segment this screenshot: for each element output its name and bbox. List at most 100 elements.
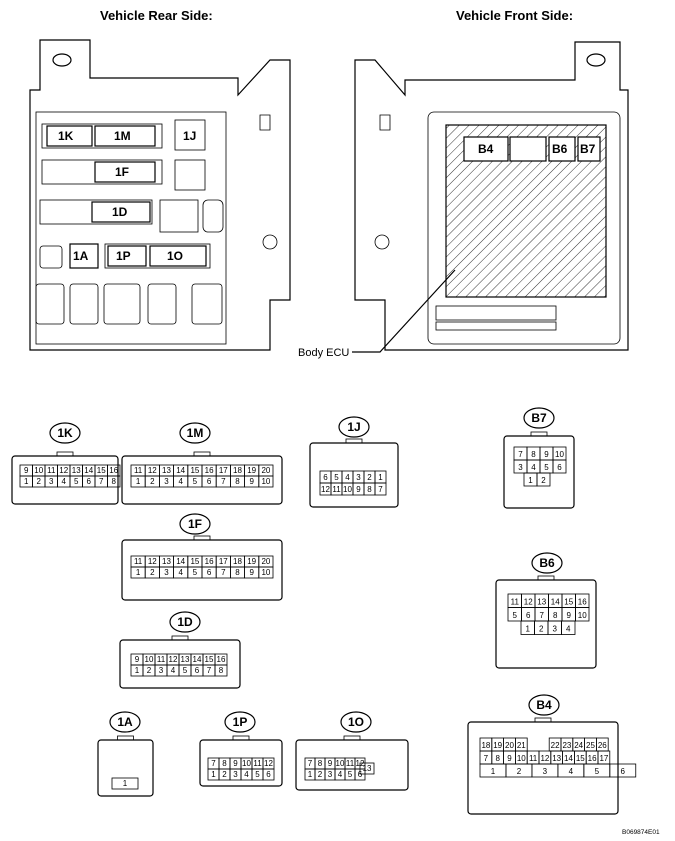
pin-number: 15 [205, 655, 214, 664]
pin-number: 2 [222, 770, 227, 779]
pin-number: 8 [553, 611, 558, 620]
pin-number: 6 [323, 473, 328, 482]
connector-label: B4 [536, 698, 552, 712]
pin-number: 3 [233, 770, 238, 779]
pin-number: 3 [159, 666, 164, 675]
label-1m: 1M [114, 129, 131, 143]
pin-number: 8 [318, 759, 323, 768]
connector-latch [171, 635, 189, 641]
pin-number: 11 [511, 598, 520, 607]
label-b7: B7 [580, 142, 596, 156]
connector-label: 1F [188, 517, 202, 531]
pin-number: 12 [59, 466, 68, 475]
connector-label: 1A [117, 715, 133, 729]
pin-number: 10 [261, 477, 270, 486]
pin-cell [214, 664, 228, 677]
pin-number: 23 [562, 741, 571, 750]
pin-number: 11 [157, 655, 166, 664]
pin-number: 14 [564, 754, 573, 763]
connector-latch [193, 535, 211, 541]
pin-number: 10 [517, 754, 526, 763]
pin-number: 12 [148, 557, 157, 566]
pin-number: 26 [598, 741, 607, 750]
pin-number: 13 [537, 598, 546, 607]
pin-number: 10 [343, 485, 352, 494]
connector-housing [495, 579, 597, 669]
pin-number: 20 [505, 741, 514, 750]
connector-label-bubble [224, 711, 256, 733]
pin-number: 9 [356, 485, 361, 494]
pin-number: 16 [205, 557, 214, 566]
pin-number: 6 [207, 568, 212, 577]
pin-number: 10 [34, 466, 43, 475]
connector-latch [56, 451, 74, 457]
connector-latch [232, 735, 250, 741]
pin-number: 15 [564, 598, 573, 607]
pin-number: 4 [566, 625, 571, 634]
pin-number: 7 [378, 485, 383, 494]
pin-number: 20 [261, 557, 270, 566]
pin-number: 10 [578, 611, 587, 620]
pin-number: 1 [308, 770, 313, 779]
pin-number: 13 [72, 466, 81, 475]
pin-number: 7 [99, 477, 104, 486]
pin-number: 2 [150, 568, 155, 577]
rear-junction-block [29, 39, 291, 351]
pin-number: 4 [171, 666, 176, 675]
pin-number: 2 [539, 625, 544, 634]
pin-number: 1 [24, 477, 29, 486]
pin-number: 10 [336, 759, 345, 768]
pin-number: 6 [266, 770, 271, 779]
pin-number: 8 [367, 485, 372, 494]
pin-number: 6 [207, 477, 212, 486]
pin-number: 4 [531, 463, 536, 472]
pin-cell [111, 777, 139, 790]
front-junction-block [352, 41, 629, 353]
pin-number: 4 [244, 770, 249, 779]
pin-number: 12 [524, 598, 533, 607]
pin-number: 13 [181, 655, 190, 664]
pin-cell [609, 763, 637, 778]
connector-label-bubble [528, 694, 560, 716]
pin-number: 10 [242, 759, 251, 768]
connector-latch [537, 575, 555, 581]
pin-number: 10 [145, 655, 154, 664]
pin-number: 11 [134, 557, 143, 566]
pin-number: 7 [221, 568, 226, 577]
pin-number: 5 [193, 568, 198, 577]
connector-latch [117, 735, 134, 741]
pin-number: 13 [552, 754, 561, 763]
pin-number: 4 [569, 767, 574, 776]
pin-number: 1 [211, 770, 216, 779]
pin-cell [258, 475, 274, 488]
pin-number: 14 [551, 598, 560, 607]
pin-number: 15 [190, 466, 199, 475]
label-1o: 1O [167, 249, 183, 263]
pin-number: 4 [178, 568, 183, 577]
pin-number: 3 [164, 477, 169, 486]
pin-number: 8 [222, 759, 227, 768]
connector-latch [530, 431, 548, 437]
connector-latch [345, 438, 363, 444]
pin-number: 3 [518, 463, 523, 472]
pin-number: 16 [588, 754, 597, 763]
pin-number: 12 [264, 759, 273, 768]
pin-number: 9 [233, 759, 238, 768]
pin-cell [262, 768, 275, 781]
pin-number: 11 [332, 485, 341, 494]
pin-number: 5 [595, 767, 600, 776]
label-b6: B6 [552, 142, 568, 156]
pin-number: 17 [219, 557, 228, 566]
pin-number: 3 [356, 473, 361, 482]
pin-number: 16 [578, 598, 587, 607]
pin-number: 11 [47, 466, 56, 475]
pin-number: 15 [576, 754, 585, 763]
pin-number: 8 [219, 666, 224, 675]
connector-housing [119, 639, 241, 689]
pin-number: 7 [484, 754, 489, 763]
connector-label-bubble [49, 422, 81, 444]
